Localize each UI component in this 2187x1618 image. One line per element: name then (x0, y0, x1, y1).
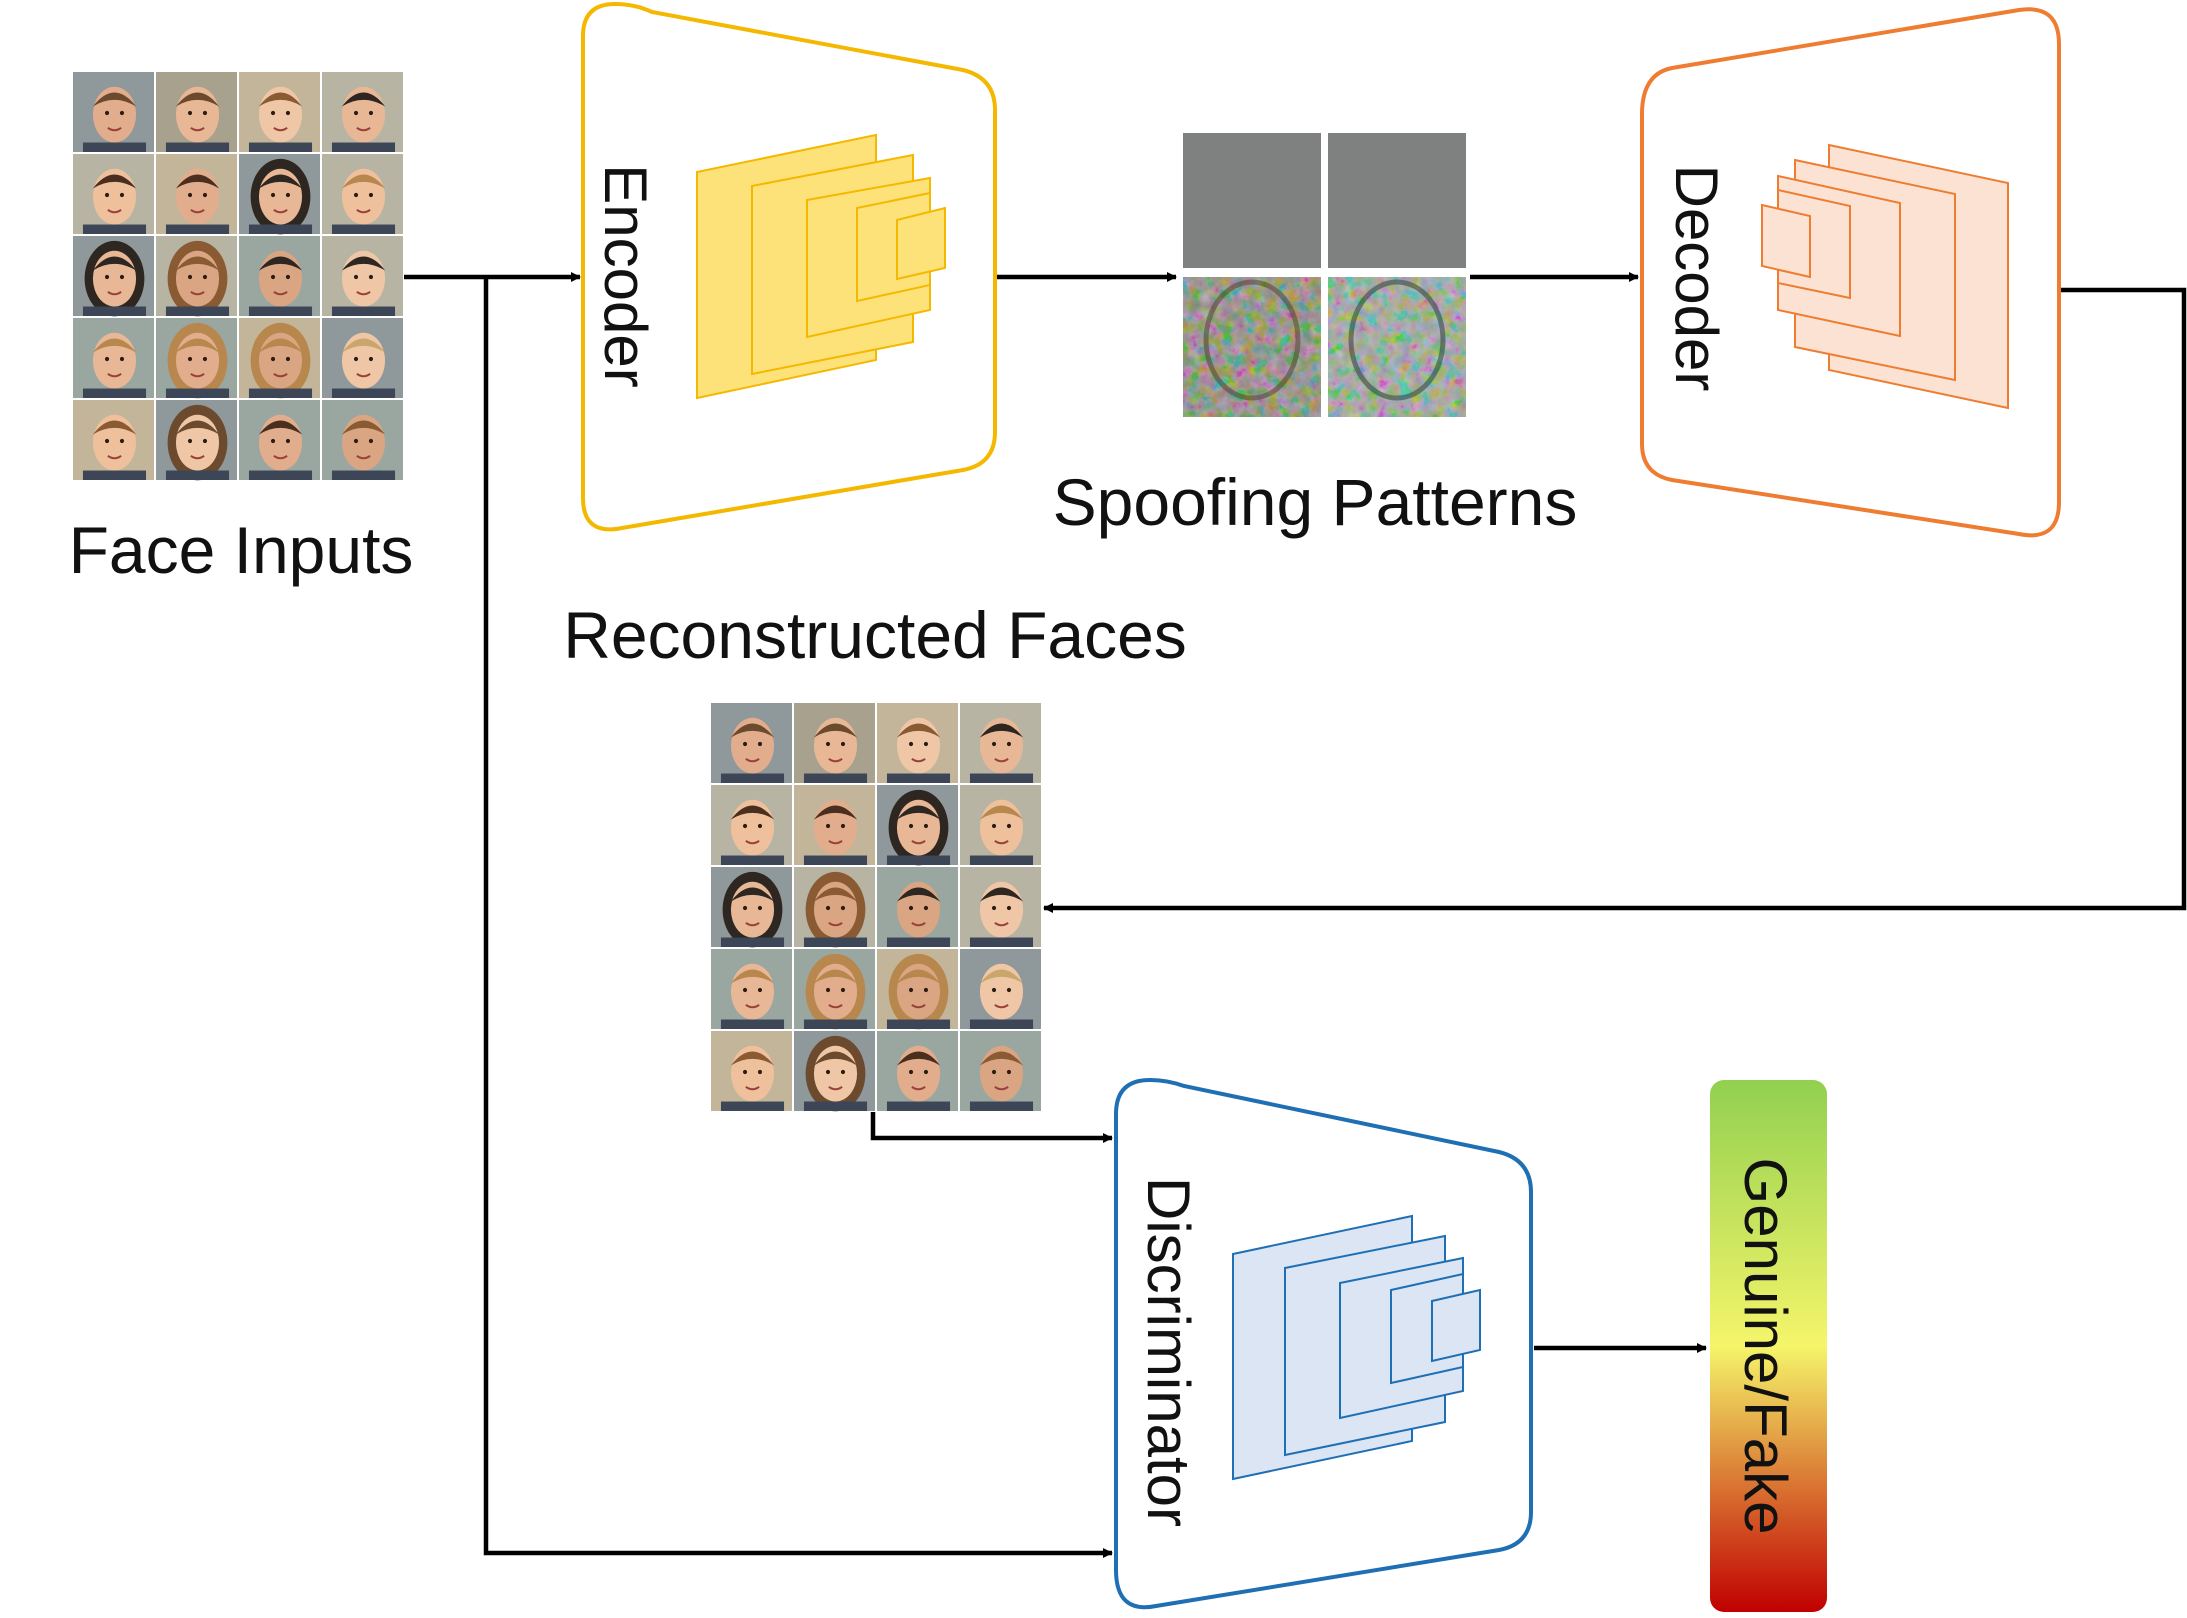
face-thumbnail (239, 236, 320, 316)
face-thumbnail (794, 703, 875, 783)
face-thumbnail (239, 154, 320, 235)
spoofing-patterns-label: Spoofing Patterns (1053, 465, 1578, 539)
face-thumbnail (322, 400, 403, 480)
face-thumbnail (73, 400, 154, 480)
arrow-reconstructed-to-discriminator (870, 1112, 1113, 1143)
encoder-label: Encoder (592, 164, 659, 387)
face-thumbnail (960, 703, 1041, 783)
spoofing-pattern-noise-right (1328, 277, 1466, 417)
face-thumbnail (877, 1031, 958, 1111)
face-thumbnail (239, 400, 320, 480)
discriminator-layer-stack-icon (1232, 1214, 1481, 1481)
spoofing-pattern-noise-left (1183, 277, 1321, 417)
face-thumbnail (711, 703, 792, 783)
face-thumbnail (239, 318, 320, 399)
face-thumbnail (156, 154, 237, 234)
face-thumbnail (73, 72, 154, 152)
face-thumbnail (73, 318, 154, 398)
face-thumbnail (73, 154, 154, 234)
face-thumbnail (960, 867, 1041, 947)
connectors (404, 272, 2187, 1558)
genuine-fake-label: Genuine/Fake (1732, 1158, 1799, 1535)
face-thumbnail (322, 236, 403, 316)
face-thumbnail (711, 1031, 792, 1111)
face-thumbnail (322, 318, 403, 398)
face-thumbnail (794, 785, 875, 865)
face-inputs-image-grid (73, 72, 403, 481)
decoder-label: Decoder (1663, 165, 1730, 392)
genuine-fake-gauge (1710, 1080, 1827, 1612)
face-thumbnail (960, 949, 1041, 1029)
decoder-layer-stack-icon (1761, 143, 2009, 410)
face-thumbnail (239, 72, 320, 152)
face-inputs-label: Face Inputs (69, 513, 414, 587)
face-thumbnail (156, 318, 237, 399)
face-thumbnail (877, 867, 958, 947)
face-thumbnail (322, 154, 403, 234)
reconstructed-faces-label: Reconstructed Faces (563, 598, 1187, 672)
face-thumbnail (711, 949, 792, 1029)
face-thumbnail (960, 785, 1041, 865)
face-thumbnail (156, 400, 237, 481)
face-thumbnail (877, 703, 958, 783)
face-thumbnail (877, 949, 958, 1030)
arrow-decoder-to-reconstructed (1043, 287, 2187, 913)
face-thumbnail (322, 72, 403, 152)
face-thumbnail (794, 949, 875, 1030)
face-thumbnail (711, 785, 792, 865)
reconstructed-faces-image-grid (711, 703, 1041, 1112)
spoofing-patterns-image-grid (1183, 133, 1466, 417)
face-thumbnail (960, 1031, 1041, 1111)
face-thumbnail (156, 236, 237, 317)
arrow-inputs-to-discriminator (483, 277, 1113, 1558)
face-thumbnail (877, 785, 958, 866)
face-thumbnail (794, 1031, 875, 1112)
face-thumbnail (711, 867, 792, 948)
encoder-layer-stack-icon (696, 133, 946, 400)
face-thumbnail (794, 867, 875, 948)
face-thumbnail (156, 72, 237, 152)
face-thumbnail (73, 236, 154, 317)
discriminator-label: Discriminator (1135, 1177, 1202, 1527)
